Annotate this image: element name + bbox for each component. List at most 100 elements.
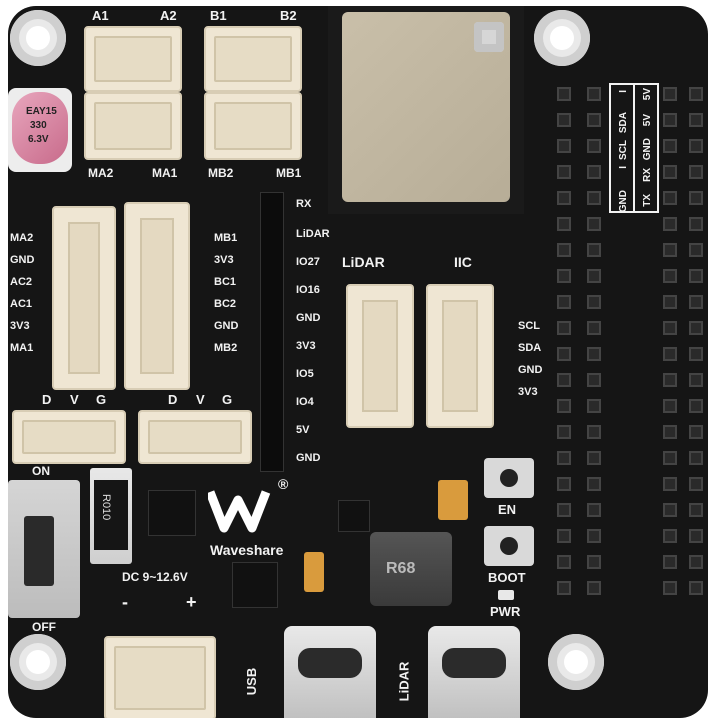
ic-small [338,500,370,532]
label-left-ac2: AC2 [10,276,33,288]
dc-input-label: DC 9~12.6V [122,570,188,584]
esp32-module [328,6,524,214]
label-a1: A1 [92,8,109,23]
mounting-hole [10,634,66,690]
motor-b-connector [204,26,302,92]
capacitor-text-2: 330 [30,120,47,131]
label-left-ma1: MA1 [10,342,34,354]
iic-gnd-label: GND [518,364,543,376]
pin-table-gnd-2: GND [618,190,629,213]
en-label: EN [498,502,517,517]
pin-table-rx: RX [642,168,653,182]
dvg-d-1: D [42,392,52,407]
pin-table-gnd: GND [642,138,653,161]
label-left-ma2: MA2 [10,232,34,244]
capacitor-text-3: 6.3V [28,134,49,145]
pin-table-bar-2: I [618,166,629,169]
header-label-io16: IO16 [296,284,320,296]
label-right-mb2: MB2 [214,342,238,354]
power-led [498,590,514,600]
label-left-gnd: GND [10,254,35,266]
motor-a-connector [84,26,182,92]
mounting-hole [10,10,66,66]
header-label-lidar: LiDAR [296,228,330,240]
dc-plus-label: + [186,592,197,612]
usb-label: USB [244,667,260,696]
iic-title: IIC [454,254,472,270]
power-capacitors [438,480,468,520]
usb-c-port[interactable] [284,626,376,718]
iic-3v3-label: 3V3 [518,386,538,398]
label-b2: B2 [280,8,297,23]
mounting-hole [548,634,604,690]
tantalum-capacitor [304,552,324,592]
boot-button[interactable] [484,526,534,566]
dvg-g-1: G [96,392,107,407]
header-label-3v3: 3V3 [296,340,316,352]
header-label-gnd: GND [296,312,321,324]
switch-on-label: ON [32,464,50,478]
mounting-hole [534,10,590,66]
label-ma2-top: MA2 [88,166,114,180]
header-label-io27: IO27 [296,256,320,268]
encoder-a-connector [84,92,182,160]
lidar-title: LiDAR [342,254,385,270]
switch-slider[interactable] [24,516,54,586]
label-right-bc1: BC1 [214,276,237,288]
capacitor-text-1: EAY15 [26,106,57,117]
en-button[interactable] [484,458,534,498]
inductor-marking: R68 [386,560,416,577]
dvg-g-2: G [222,392,233,407]
header-label-5v: 5V [296,424,310,436]
dc-minus-label: - [122,592,128,612]
brand-name: Waveshare [210,542,284,558]
header-label-io4: IO4 [296,396,314,408]
pin-header-column [260,192,284,472]
encoder-b-connector [204,92,302,160]
label-a2: A2 [160,8,177,23]
label-right-bc2: BC2 [214,298,237,310]
servo-connector-1 [12,410,126,464]
label-mb2-top: MB2 [208,166,234,180]
pwr-label: PWR [490,604,521,619]
dvg-v-1: V [70,392,79,407]
left-ph-connector-b [124,202,190,390]
servo-connector-2 [138,410,252,464]
lidar-connector [346,284,414,428]
label-left-3v3: 3V3 [10,320,30,332]
electrolytic-capacitor: EAY15 330 6.3V [8,88,72,172]
dvg-d-2: D [168,392,178,407]
pin-table-sda: SDA [618,112,629,134]
label-left-ac1: AC1 [10,298,33,310]
pin-table-5v-1: 5V [642,88,653,101]
label-right-mb1: MB1 [214,232,238,244]
inductor: R68 [370,532,452,606]
lidar-usb-label: LiDAR [396,661,412,702]
waveshare-logo [205,482,284,538]
boot-label: BOOT [488,570,526,585]
iic-sda-label: SDA [518,342,542,354]
pin-table-scl: SCL [618,140,629,160]
pin-table-5v-2: 5V [642,114,653,127]
antenna-connector [474,22,504,52]
header-label-gnd-2: GND [296,452,321,464]
gpio-header [556,80,706,620]
label-ma1-top: MA1 [152,166,178,180]
driver-chip-2 [232,562,278,608]
pin-table-tx: TX [642,194,653,207]
left-ph-connector-a [52,206,116,390]
lidar-usb-c-port[interactable] [428,626,520,718]
shunt-resistor: R010 [90,468,132,564]
label-right-gnd: GND [214,320,239,332]
driver-chip-1 [148,490,196,536]
dc-power-connector [104,636,216,718]
resistor-marking: R010 [100,494,112,521]
label-mb1-top: MB1 [276,166,302,180]
pcb-board: A1 A2 B1 B2 MA2 MA1 MB2 MB1 EAY15 330 6.… [8,6,708,718]
iic-connector [426,284,494,428]
pin-table-bar-1: I [618,90,629,93]
dvg-v-2: V [196,392,205,407]
power-switch[interactable] [8,480,80,618]
header-label-rx: RX [296,198,312,210]
label-right-3v3: 3V3 [214,254,234,266]
